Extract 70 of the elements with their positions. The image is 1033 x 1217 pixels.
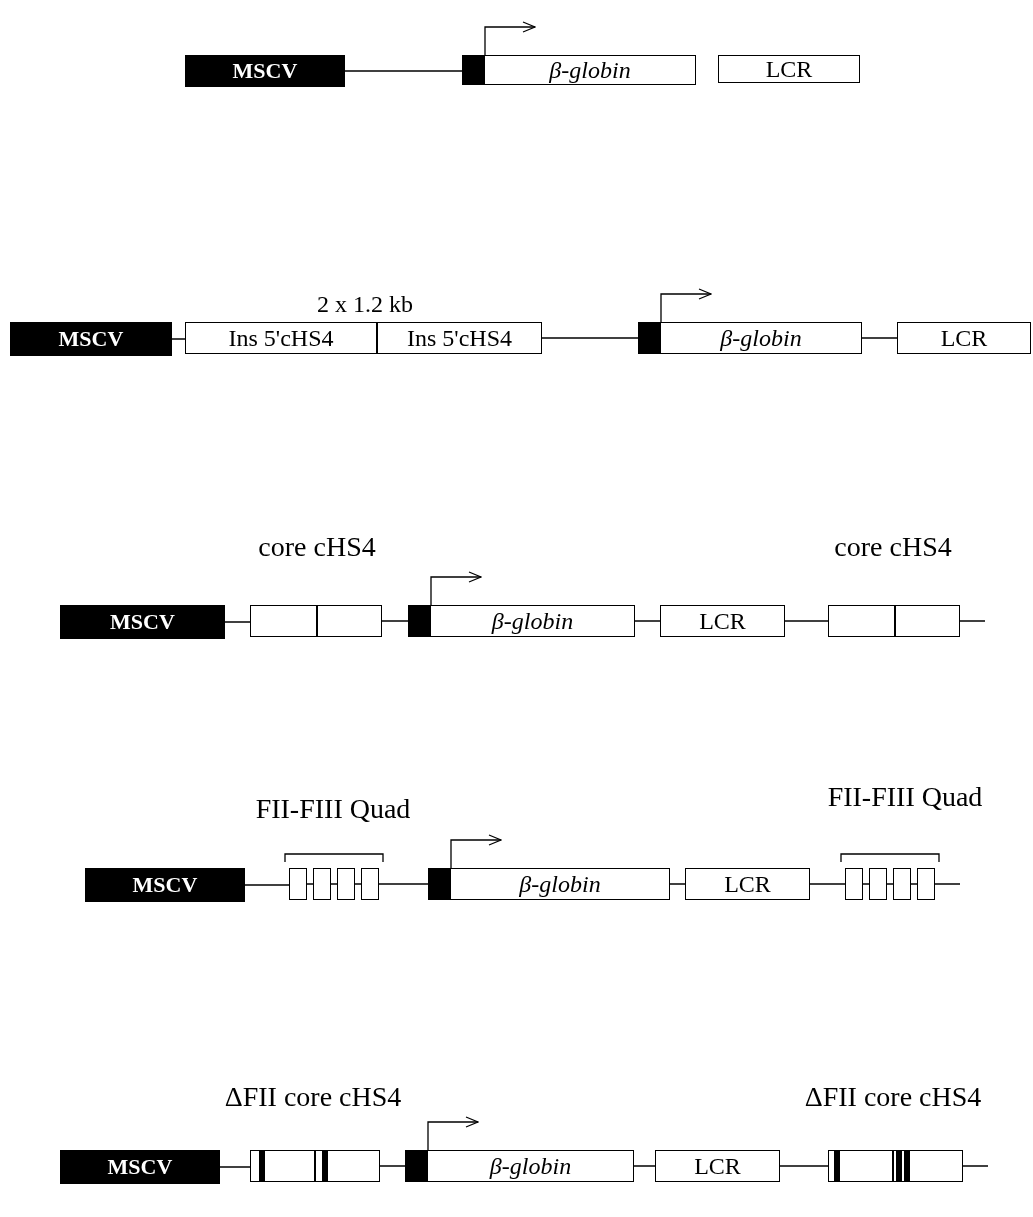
- element-box: LCR: [660, 605, 785, 637]
- connector-line: [379, 1165, 406, 1167]
- element-label: core cHS4: [833, 530, 953, 564]
- element-box: [895, 605, 960, 637]
- connector-line: [378, 883, 429, 885]
- element-label: ΔFII core cHS4: [223, 1080, 403, 1114]
- element-label: ΔFII core cHS4: [803, 1080, 983, 1114]
- element-box: LCR: [718, 55, 860, 83]
- connector-line: [779, 1165, 829, 1167]
- connector-line: [959, 620, 986, 622]
- connector-line: [354, 883, 362, 885]
- element-box: LCR: [685, 868, 810, 900]
- gene-box: β-globin: [484, 55, 696, 85]
- element-box: [337, 868, 355, 900]
- connector-line: [669, 883, 686, 885]
- connector-line: [862, 883, 870, 885]
- connector-line: [219, 1166, 251, 1168]
- element-box: [317, 605, 382, 637]
- connector-line: [633, 1165, 656, 1167]
- connector-line: [381, 620, 409, 622]
- element-box: [361, 868, 379, 900]
- element-box: [869, 868, 887, 900]
- vector-block: MSCV: [185, 55, 345, 87]
- connector-line: [244, 884, 290, 886]
- vector-block: MSCV: [10, 322, 172, 356]
- connector-line: [541, 337, 639, 339]
- connector-line: [962, 1165, 989, 1167]
- connector-line: [330, 883, 338, 885]
- promoter-block: [408, 605, 430, 637]
- connector-line: [634, 620, 661, 622]
- element-box: [250, 1150, 315, 1182]
- element-box: [313, 868, 331, 900]
- gene-box: β-globin: [660, 322, 862, 354]
- element-box: LCR: [897, 322, 1031, 354]
- element-box: [893, 1150, 963, 1182]
- vector-block: MSCV: [85, 868, 245, 902]
- gene-box: β-globin: [450, 868, 670, 900]
- size-label: 2 x 1.2 kb: [316, 290, 414, 319]
- element-label: FII-FIII Quad: [254, 792, 412, 826]
- gene-box: β-globin: [430, 605, 635, 637]
- connector-line: [934, 883, 961, 885]
- element-box: [828, 1150, 893, 1182]
- connector-line: [344, 70, 463, 72]
- gene-box: β-globin: [427, 1150, 634, 1182]
- element-box: Ins 5'cHS4: [185, 322, 377, 354]
- element-box: [845, 868, 863, 900]
- element-box: [250, 605, 317, 637]
- element-box: [917, 868, 935, 900]
- connector-line: [306, 883, 314, 885]
- element-box: [315, 1150, 380, 1182]
- element-box: [289, 868, 307, 900]
- element-label: FII-FIII Quad: [826, 780, 984, 814]
- promoter-block: [405, 1150, 427, 1182]
- element-box: [893, 868, 911, 900]
- connector-line: [861, 337, 898, 339]
- element-box: LCR: [655, 1150, 780, 1182]
- connector-line: [886, 883, 894, 885]
- element-box: [828, 605, 895, 637]
- vector-block: MSCV: [60, 1150, 220, 1184]
- promoter-block: [638, 322, 660, 354]
- promoter-block: [462, 55, 484, 85]
- element-box: Ins 5'cHS4: [377, 322, 542, 354]
- connector-line: [224, 621, 251, 623]
- vector-block: MSCV: [60, 605, 225, 639]
- connector-line: [910, 883, 918, 885]
- connector-line: [171, 338, 186, 340]
- connector-line: [784, 620, 829, 622]
- promoter-block: [428, 868, 450, 900]
- connector-line: [809, 883, 846, 885]
- element-label: core cHS4: [257, 530, 377, 564]
